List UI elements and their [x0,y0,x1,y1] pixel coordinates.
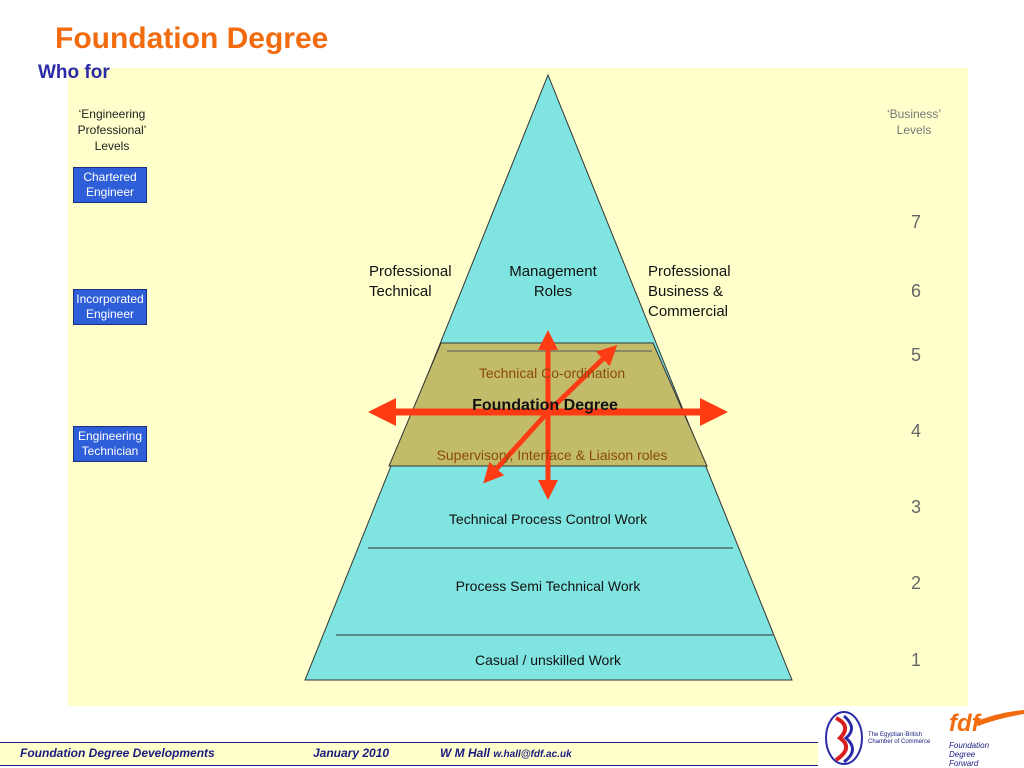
business-level-4: 4 [910,421,921,441]
footer-title: Foundation Degree Developments [20,746,215,760]
professional-technical-label: Professional Technical [369,263,452,300]
footer-author: W M Hall w.hall@fdf.ac.uk [440,746,572,760]
casual-unskilled-label: Casual / unskilled Work [474,652,622,668]
process-semi-technical-label: Process Semi Technical Work [455,578,641,594]
professional-business-label: Professional Business & Commercial [648,263,731,320]
business-level-5: 5 [910,345,921,365]
fdf-logo-word: fdf [949,710,980,737]
egyptian-british-chamber-logo-icon [825,711,863,765]
diagonal-arrow-up [546,345,618,414]
chartered-engineer-box: Chartered Engineer [73,167,147,203]
fdf-logo-subtitle: Foundation Degree Forward [949,741,990,768]
technical-coordination-label: Technical Co-ordination [478,365,626,381]
supervisory-roles-label: Supervisory, Interface & Liaison roles [436,447,668,463]
engineering-technician-box: Engineering Technician [73,426,147,462]
technical-process-control-label: Technical Process Control Work [448,511,648,527]
foundation-degree-label: Foundation Degree [472,397,618,414]
business-levels-heading: ‘Business’ Levels [886,107,942,137]
engineering-levels-heading: ‘Engineering Professional’ Levels [77,107,147,153]
management-roles-label: Management Roles [509,263,597,300]
business-level-6: 6 [910,281,921,301]
business-level-2: 2 [910,573,921,593]
diagonal-arrow-down [483,410,550,484]
page-title: Foundation Degree [55,22,329,55]
page-subtitle: Who for [38,62,110,83]
chamber-logo-text: The Egyptian-British Chamber of Commerce [868,732,931,745]
fdf-logo-icon [974,710,1024,726]
business-level-7: 7 [910,212,921,232]
business-level-1: 1 [910,650,921,670]
incorporated-engineer-box: Incorporated Engineer [73,289,147,325]
business-level-3: 3 [910,497,921,517]
footer-bar [0,742,818,766]
footer-email: w.hall@fdf.ac.uk [493,749,572,760]
footer-date: January 2010 [313,746,390,760]
